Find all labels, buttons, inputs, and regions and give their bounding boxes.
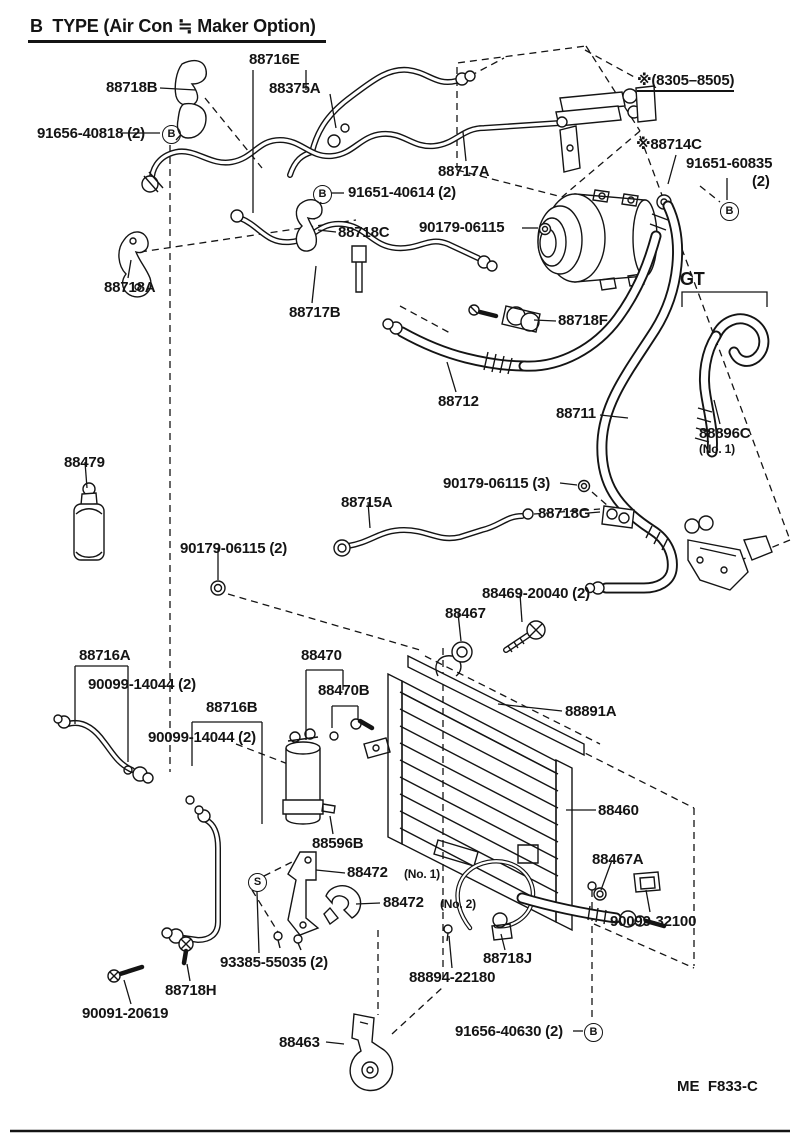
part-label-91656-40818: 91656-40818 (2) bbox=[37, 125, 145, 142]
part-label-90179-06115-2: 90179-06115 (2) bbox=[180, 540, 288, 557]
part-label-88896c-no1: (No. 1) bbox=[699, 442, 735, 456]
part-label-90099-14044-a: 90099-14044 (2) bbox=[88, 676, 196, 693]
part-label-88894-22180: 88894-22180 bbox=[409, 969, 496, 986]
leader-lines bbox=[74, 70, 768, 1045]
part-label-90179-06115-3: 90179-06115 (3) bbox=[443, 475, 551, 492]
part-label-88479: 88479 bbox=[64, 454, 105, 471]
part-label-93385-55035: 93385-55035 (2) bbox=[220, 954, 328, 971]
page-title: B TYPE (Air Con ≒ Maker Option) bbox=[28, 16, 326, 43]
part-label-88718j: 88718J bbox=[483, 950, 532, 967]
part-label-88718g: 88718G bbox=[538, 505, 591, 522]
expansion-valve-assembly bbox=[555, 85, 657, 173]
part-label-88718a: 88718A bbox=[104, 279, 156, 296]
hose-88896c bbox=[694, 313, 770, 458]
part-label-88714c: ※88714C bbox=[636, 136, 702, 153]
part-label-88472-no2-suffix: (No. 2) bbox=[440, 897, 476, 911]
part-label-88472-no1-suffix: (No. 1) bbox=[404, 867, 440, 881]
small-parts bbox=[107, 59, 773, 1092]
pipe-88715a bbox=[333, 508, 534, 557]
part-label-91651-60835: 91651-60835 bbox=[686, 155, 773, 172]
part-label-90099-32100: 90099-32100 bbox=[610, 913, 697, 930]
fastener-marker-b-icon: B bbox=[313, 185, 332, 204]
hose-88711 bbox=[518, 200, 684, 595]
bottle-88479 bbox=[73, 482, 105, 561]
hose-88716e bbox=[287, 66, 476, 178]
part-label-88375a: 88375A bbox=[269, 80, 321, 97]
part-label-88716b: 88716B bbox=[206, 699, 258, 716]
fastener-marker-b-icon: B bbox=[720, 202, 739, 221]
part-label-88891a: 88891A bbox=[565, 703, 617, 720]
part-label-91656-40630: 91656-40630 (2) bbox=[455, 1023, 563, 1040]
part-label-91651-60835-qty: (2) bbox=[752, 173, 770, 190]
variant-label-gt: GT bbox=[680, 269, 705, 289]
part-label-91651-40614: 91651-40614 (2) bbox=[348, 184, 456, 201]
fastener-marker-b-icon: B bbox=[584, 1023, 603, 1042]
part-label-90099-14044-b: 90099-14044 (2) bbox=[148, 729, 256, 746]
condenser-88460 bbox=[363, 654, 667, 932]
part-label-88467: 88467 bbox=[445, 605, 486, 622]
part-label-88472-no1: 88472 bbox=[347, 864, 388, 881]
pipe-88716a bbox=[53, 714, 154, 784]
part-label-88716e: 88716E bbox=[249, 51, 300, 68]
part-label-90091-20619: 90091-20619 bbox=[82, 1005, 169, 1022]
part-label-88460: 88460 bbox=[598, 802, 639, 819]
part-label-88718f: 88718F bbox=[558, 312, 608, 329]
part-label-88467a: 88467A bbox=[592, 851, 644, 868]
date-range-note: ※(8305–8505) bbox=[637, 73, 734, 92]
part-label-88715a: 88715A bbox=[341, 494, 393, 511]
part-label-88596b: 88596B bbox=[312, 835, 364, 852]
part-label-88716a: 88716A bbox=[79, 647, 131, 664]
part-label-88472-no2: 88472 bbox=[383, 894, 424, 911]
part-label-88469-20040: 88469-20040 (2) bbox=[482, 585, 590, 602]
part-label-88718c: 88718C bbox=[338, 224, 390, 241]
part-label-88470: 88470 bbox=[301, 647, 342, 664]
part-label-90179-06115: 90179-06115 bbox=[419, 219, 505, 236]
fastener-marker-b-icon: B bbox=[162, 125, 181, 144]
dashed-construction-lines bbox=[139, 45, 791, 1035]
hose-88712 bbox=[382, 318, 530, 375]
part-label-88463: 88463 bbox=[279, 1034, 320, 1051]
pipe-88716b bbox=[161, 795, 221, 944]
pipe-88717b bbox=[230, 209, 498, 293]
part-label-88712: 88712 bbox=[438, 393, 479, 410]
receiver-drier-88470 bbox=[282, 728, 336, 825]
part-label-88718h: 88718H bbox=[165, 982, 217, 999]
part-label-88718b: 88718B bbox=[106, 79, 158, 96]
pipe-88717a bbox=[141, 116, 568, 193]
drawing-code: ME F833-C bbox=[677, 1078, 758, 1095]
fastener-marker-s-icon: S bbox=[248, 873, 267, 892]
part-label-88896c: 88896C bbox=[699, 425, 751, 442]
part-label-88717b: 88717B bbox=[289, 304, 341, 321]
part-label-88711: 88711 bbox=[556, 405, 596, 422]
part-label-88470b: 88470B bbox=[318, 682, 370, 699]
part-label-88717a: 88717A bbox=[438, 163, 490, 180]
